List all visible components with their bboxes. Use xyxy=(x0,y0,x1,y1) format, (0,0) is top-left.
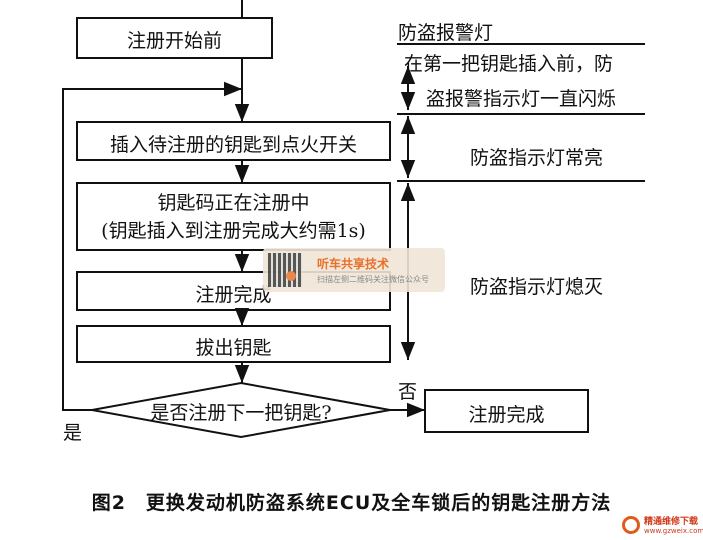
qr-code-icon xyxy=(268,253,302,287)
start-box xyxy=(76,17,273,59)
step3-label: 注册完成 xyxy=(195,284,272,306)
indicator-phase3: 防盗指示灯熄灭 xyxy=(470,276,604,298)
end-label: 注册完成 xyxy=(468,404,545,426)
watermark-banner: 听车共享技术 扫描左侧二维码关注微信公众号 xyxy=(263,248,445,292)
indicator-header: 防盗报警灯 xyxy=(398,22,494,44)
step1-label: 插入待注册的钥匙到点火开关 xyxy=(109,134,357,156)
figure-caption: 图2 更换发动机防盗系统ECU及全车锁后的钥匙注册方法 xyxy=(91,492,612,514)
decision-label: 是否注册下一把钥匙? xyxy=(150,402,332,424)
step4-box xyxy=(76,325,391,363)
logo-url: www.gzweix.com xyxy=(644,527,703,535)
step2-label-line2: (钥匙插入到注册完成大约需1s) xyxy=(101,220,366,242)
logo-name: 精通维修下载 xyxy=(644,517,699,527)
indicator-phase1-line2: 盗报警指示灯一直闪烁 xyxy=(426,88,617,110)
no-label: 否 xyxy=(398,381,418,403)
step2-box xyxy=(76,182,391,251)
watermark-title: 听车共享技术 xyxy=(317,257,390,271)
step4-label: 拔出钥匙 xyxy=(195,337,272,359)
logo-ring-icon xyxy=(622,516,640,534)
yes-label: 是 xyxy=(63,422,83,444)
step1-box xyxy=(76,121,391,161)
watermark-subtitle: 扫描左侧二维码关注微信公众号 xyxy=(317,275,429,284)
step2-label-line1: 钥匙码正在注册中 xyxy=(157,192,310,214)
site-logo: 精通维修下载 www.gzweix.com xyxy=(622,512,703,540)
indicator-phase1-line1: 在第一把钥匙插入前，防 xyxy=(404,53,614,75)
start-label: 注册开始前 xyxy=(126,30,222,52)
indicator-phase2: 防盗指示灯常亮 xyxy=(470,147,604,169)
